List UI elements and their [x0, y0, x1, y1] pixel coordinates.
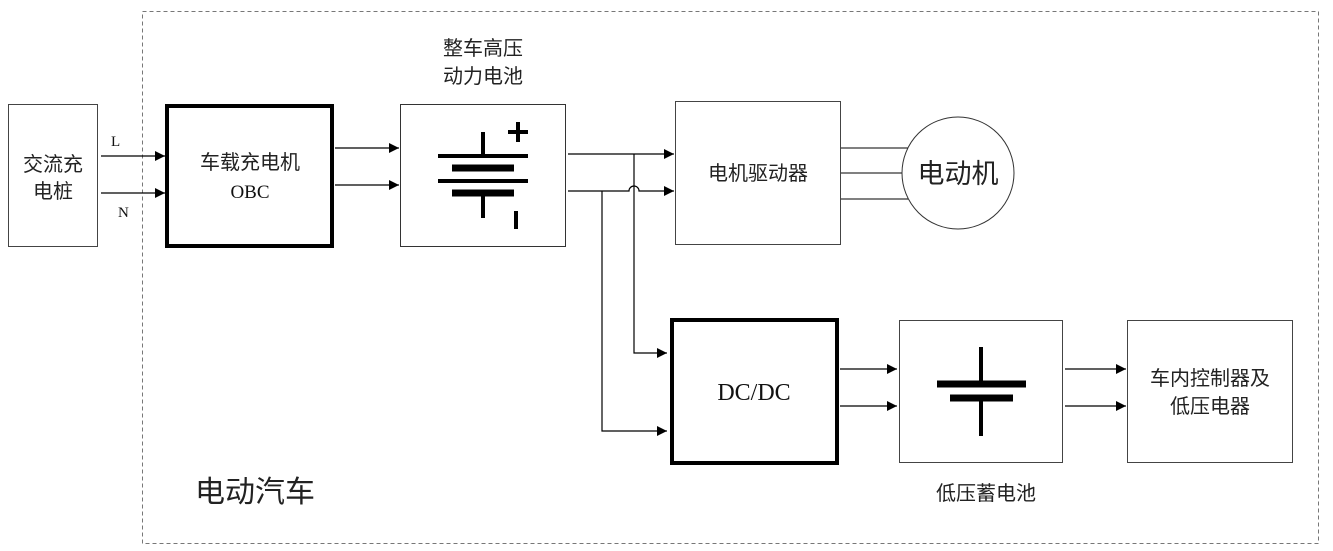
obc-node: 车载充电机 OBC [165, 104, 334, 248]
vehicle-boundary [142, 11, 1319, 544]
ac-pile-label-1: 交流充 [23, 152, 83, 176]
hv-battery-node [400, 104, 566, 247]
motor-driver-node: 电机驱动器 [675, 101, 841, 245]
lv-battery-symbol-icon [937, 347, 1026, 436]
wire-batt-dcdc-1 [633, 154, 667, 358]
ac-pile-label-2: 电桩 [33, 179, 73, 203]
controllers-label-2: 低压电器 [1170, 394, 1250, 418]
lv-battery-node [899, 320, 1063, 463]
ac-charging-pile-node: 交流充 电桩 [8, 104, 98, 247]
motor-driver-label: 电机驱动器 [708, 161, 808, 185]
obc-label-1: 车载充电机 [200, 150, 300, 174]
lv-battery-caption: 低压蓄电池 [936, 481, 1036, 505]
plus-icon [508, 122, 528, 142]
controllers-node: 车内控制器及 低压电器 [1127, 320, 1293, 463]
wire-batt-driver-2 [568, 185, 674, 196]
wire-l-label: L [111, 134, 120, 150]
obc-label-2: OBC [230, 182, 269, 203]
hv-battery-caption-2: 动力电池 [443, 64, 523, 88]
hv-battery-caption-1: 整车高压 [443, 36, 523, 60]
motor-label: 电动机 [918, 159, 999, 190]
wire-n-label: N [118, 205, 129, 221]
wire-batt-dcdc-2 [601, 191, 667, 436]
dcdc-node: DC/DC [670, 318, 839, 465]
dcdc-label: DC/DC [717, 380, 790, 406]
motor-node: 电动机 [901, 116, 1015, 230]
vehicle-label: 电动汽车 [195, 475, 315, 510]
controllers-label-1: 车内控制器及 [1150, 366, 1270, 390]
battery-symbol-icon [438, 132, 528, 218]
